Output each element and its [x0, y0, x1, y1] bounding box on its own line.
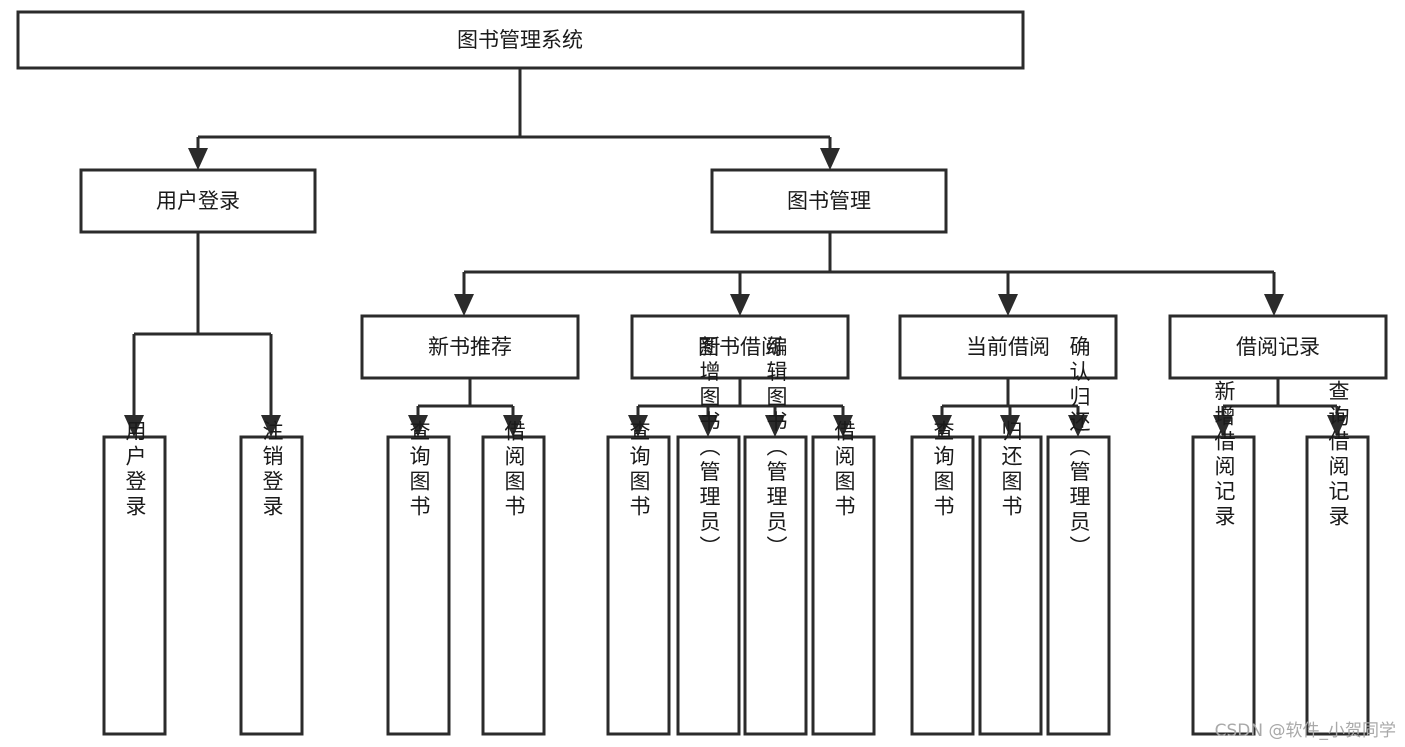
leaf-book-borrow-3[interactable]: 借阅图书: [811, 420, 876, 736]
leaf-new-book-recommend-0[interactable]: 查询图书: [386, 420, 451, 736]
node-book-borrow-box[interactable]: [630, 314, 850, 380]
leaf-book-borrow-1[interactable]: 新增图书（管理员）: [676, 336, 741, 736]
leaf-borrow-record-1-box[interactable]: [1305, 435, 1370, 736]
leaf-borrow-record-1-label: 查询借阅记录: [1326, 380, 1350, 530]
leaf-current-borrow-2-label: 确认归还（管理员）: [1067, 336, 1091, 561]
leaf-book-borrow-2[interactable]: 编辑图书（管理员）: [743, 336, 808, 736]
arrowhead-borrow-record: [1264, 294, 1284, 316]
leaf-book-borrow-1-box[interactable]: [676, 435, 741, 736]
arrowhead-leaf-user-login-1: [261, 415, 281, 437]
arrowhead-current-borrow: [998, 294, 1018, 316]
node-book-management-box[interactable]: [710, 168, 948, 234]
arrowhead-leaf-borrow-record-0: [1213, 415, 1233, 437]
node-root-box[interactable]: [16, 10, 1025, 70]
leaf-current-borrow-1-label: 归还图书: [999, 420, 1023, 520]
arrowhead-leaf-current-borrow-0: [932, 415, 952, 437]
leaf-current-borrow-0[interactable]: 查询图书: [910, 420, 975, 736]
leaf-new-book-recommend-1[interactable]: 借阅图书: [481, 420, 546, 736]
connector-layer: [124, 68, 1347, 437]
leaf-user-login-0[interactable]: 用户登录: [102, 420, 167, 736]
arrowhead-book-borrow: [730, 294, 750, 316]
arrowhead-leaf-current-borrow-1: [1000, 415, 1020, 437]
arrowhead-leaf-book-borrow-2: [765, 415, 785, 437]
arrowhead-leaf-user-login-0: [124, 415, 144, 437]
node-current-borrow-label: 当前借阅: [966, 335, 1050, 359]
node-current-borrow[interactable]: 当前借阅: [898, 314, 1118, 380]
leaf-book-borrow-3-box[interactable]: [811, 435, 876, 736]
arrowhead-book-mgmt: [820, 148, 840, 170]
node-borrow-record-box[interactable]: [1168, 314, 1388, 380]
node-new-book-recommend[interactable]: 新书推荐: [360, 314, 580, 380]
node-book-borrow-label: 图书借阅: [698, 335, 782, 359]
leaf-current-borrow-2-box[interactable]: [1046, 435, 1111, 736]
leaf-borrow-record-0-box[interactable]: [1191, 435, 1256, 736]
node-book-management-label: 图书管理: [787, 189, 871, 213]
leaf-current-borrow-1[interactable]: 归还图书: [978, 420, 1043, 736]
leaf-book-borrow-2-label: 编辑图书（管理员）: [764, 336, 788, 561]
leaf-current-borrow-1-box[interactable]: [978, 435, 1043, 736]
leaf-current-borrow-0-box[interactable]: [910, 435, 975, 736]
leaf-book-borrow-1-label: 新增图书（管理员）: [697, 336, 721, 561]
arrowhead-leaf-new-book-0: [408, 415, 428, 437]
arrowhead-leaf-book-borrow-3: [833, 415, 853, 437]
leaf-current-borrow-2[interactable]: 确认归还（管理员）: [1046, 336, 1111, 736]
leaf-book-borrow-2-box[interactable]: [743, 435, 808, 736]
leaf-book-borrow-0-box[interactable]: [606, 435, 671, 736]
arrowhead-user-login: [188, 148, 208, 170]
leaf-borrow-record-0-label: 新增借阅记录: [1212, 380, 1236, 530]
node-user-login-box[interactable]: [79, 168, 317, 234]
node-new-book-recommend-box[interactable]: [360, 314, 580, 380]
arrowhead-leaf-borrow-record-1: [1327, 415, 1347, 437]
node-user-login[interactable]: 用户登录: [79, 168, 317, 234]
leaf-new-book-recommend-0-box[interactable]: [386, 435, 451, 736]
node-borrow-record[interactable]: 借阅记录: [1168, 314, 1388, 380]
arrowhead-leaf-current-borrow-2: [1068, 415, 1088, 437]
node-root-label: 图书管理系统: [457, 28, 583, 52]
arrowhead-leaf-new-book-1: [503, 415, 523, 437]
leaf-borrow-record-0[interactable]: 新增借阅记录: [1191, 380, 1256, 736]
leaf-user-login-0-box[interactable]: [102, 435, 167, 736]
leaf-user-login-1-label: 注销登录: [260, 420, 284, 520]
node-current-borrow-box[interactable]: [898, 314, 1118, 380]
arrowhead-new-book-recommend: [454, 294, 474, 316]
node-borrow-record-label: 借阅记录: [1236, 335, 1320, 359]
leaf-new-book-recommend-1-box[interactable]: [481, 435, 546, 736]
arrowhead-leaf-book-borrow-1: [698, 415, 718, 437]
node-book-management[interactable]: 图书管理: [710, 168, 948, 234]
leaf-user-login-1[interactable]: 注销登录: [239, 420, 304, 736]
leaf-new-book-recommend-0-label: 查询图书: [407, 420, 431, 520]
leaf-book-borrow-0[interactable]: 查询图书: [606, 420, 671, 736]
watermark: CSDN @软件_小贺同学: [1214, 721, 1396, 741]
leaf-book-borrow-3-label: 借阅图书: [832, 420, 856, 520]
node-root-book-management-system[interactable]: 图书管理系统: [16, 10, 1025, 70]
leaf-user-login-1-box[interactable]: [239, 435, 304, 736]
node-new-book-recommend-label: 新书推荐: [428, 335, 512, 359]
leaf-current-borrow-0-label: 查询图书: [931, 420, 955, 520]
leaf-user-login-0-label: 用户登录: [123, 420, 147, 520]
leaf-book-borrow-0-label: 查询图书: [627, 420, 651, 520]
node-user-login-label: 用户登录: [156, 189, 240, 213]
arrowhead-leaf-book-borrow-0: [628, 415, 648, 437]
node-book-borrow[interactable]: 图书借阅: [630, 314, 850, 380]
leaf-borrow-record-1[interactable]: 查询借阅记录: [1305, 380, 1370, 736]
leaf-new-book-recommend-1-label: 借阅图书: [502, 420, 526, 520]
